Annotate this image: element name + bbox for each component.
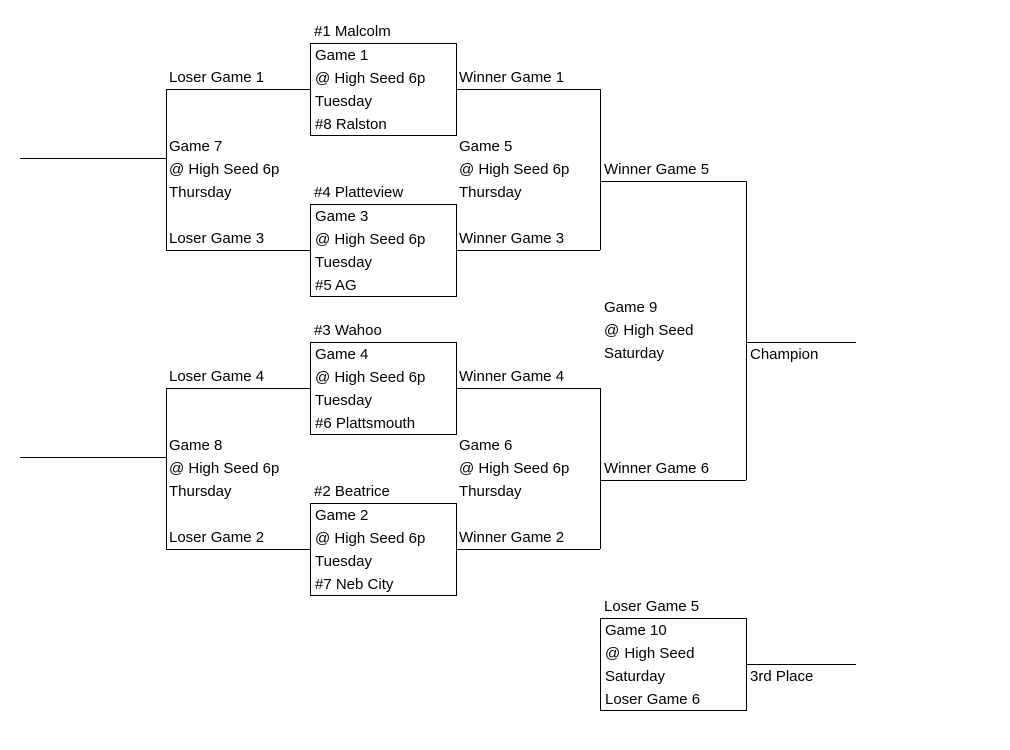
game6-venue: @ High Seed 6p <box>459 460 570 477</box>
game10-feeder-top-label: Loser Game 5 <box>604 598 700 615</box>
game5-venue: @ High Seed 6p <box>459 161 570 178</box>
game1-venue: @ High Seed 6p <box>315 70 426 87</box>
loser-game-1-line <box>166 89 310 90</box>
third-place-label: 3rd Place <box>750 668 814 685</box>
game4-low-seed-label: #6 Plattsmouth <box>315 415 416 432</box>
game4-name: Game 4 <box>315 346 369 363</box>
winner-game-2-line <box>456 549 600 550</box>
winner-game-5-label: Winner Game 5 <box>604 161 710 178</box>
loser-game-1-label: Loser Game 1 <box>169 69 265 86</box>
game3-box: Game 3 @ High Seed 6p Tuesday #5 AG <box>310 204 457 297</box>
game5-name: Game 5 <box>459 138 513 155</box>
loser-game-2-label: Loser Game 2 <box>169 529 265 546</box>
game10-feeder-bottom-label: Loser Game 6 <box>605 691 701 708</box>
winner-game-2-label: Winner Game 2 <box>459 529 565 546</box>
loser-game-2-line <box>166 549 310 550</box>
game7-day: Thursday <box>169 184 232 201</box>
game1-high-seed-label: #1 Malcolm <box>314 23 391 40</box>
game3-low-seed-label: #5 AG <box>315 277 357 294</box>
game1-day: Tuesday <box>315 93 372 110</box>
game9-name: Game 9 <box>604 299 658 316</box>
loser-game-3-label: Loser Game 3 <box>169 230 265 247</box>
loser-game-3-line <box>166 250 310 251</box>
winner-game-5-line <box>600 181 746 182</box>
game7-venue: @ High Seed 6p <box>169 161 280 178</box>
game10-day: Saturday <box>605 668 666 685</box>
game2-day: Tuesday <box>315 553 372 570</box>
game6-name: Game 6 <box>459 437 513 454</box>
champion-line <box>746 342 856 343</box>
loser-game-4-line <box>166 388 310 389</box>
game5-bracket-vertical <box>600 89 601 250</box>
game7-bracket-vertical <box>166 89 167 250</box>
game6-bracket-vertical <box>600 388 601 549</box>
loser-game-4-label: Loser Game 4 <box>169 368 265 385</box>
game8-venue: @ High Seed 6p <box>169 460 280 477</box>
game2-venue: @ High Seed 6p <box>315 530 426 547</box>
game1-low-seed-label: #8 Ralston <box>315 116 387 133</box>
winner-game-1-line <box>456 89 600 90</box>
game8-name: Game 8 <box>169 437 223 454</box>
game4-day: Tuesday <box>315 392 372 409</box>
third-place-line <box>746 664 856 665</box>
game9-day: Saturday <box>604 345 665 362</box>
game10-name: Game 10 <box>605 622 667 639</box>
winner-game-6-label: Winner Game 6 <box>604 460 710 477</box>
game8-advance-line <box>20 457 166 458</box>
game10-box: Game 10 @ High Seed Saturday Loser Game … <box>600 618 747 711</box>
game7-advance-line <box>20 158 166 159</box>
winner-game-4-label: Winner Game 4 <box>459 368 565 385</box>
game5-day: Thursday <box>459 184 522 201</box>
game3-day: Tuesday <box>315 254 372 271</box>
game9-venue: @ High Seed <box>604 322 694 339</box>
game3-venue: @ High Seed 6p <box>315 231 426 248</box>
game9-bracket-vertical <box>746 181 747 480</box>
game2-low-seed-label: #7 Neb City <box>315 576 394 593</box>
game2-high-seed-label: #2 Beatrice <box>314 483 390 500</box>
game4-venue: @ High Seed 6p <box>315 369 426 386</box>
game6-day: Thursday <box>459 483 522 500</box>
winner-game-4-line <box>456 388 600 389</box>
winner-game-1-label: Winner Game 1 <box>459 69 565 86</box>
winner-game-3-label: Winner Game 3 <box>459 230 565 247</box>
game8-bracket-vertical <box>166 388 167 549</box>
game4-high-seed-label: #3 Wahoo <box>314 322 382 339</box>
game2-box: Game 2 @ High Seed 6p Tuesday #7 Neb Cit… <box>310 503 457 596</box>
game8-day: Thursday <box>169 483 232 500</box>
game1-box: Game 1 @ High Seed 6p Tuesday #8 Ralston <box>310 43 457 136</box>
game4-box: Game 4 @ High Seed 6p Tuesday #6 Plattsm… <box>310 342 457 435</box>
winner-game-3-line <box>456 250 600 251</box>
winner-game-6-line <box>600 480 746 481</box>
game3-high-seed-label: #4 Platteview <box>314 184 404 201</box>
game1-name: Game 1 <box>315 47 369 64</box>
game10-venue: @ High Seed <box>605 645 695 662</box>
game3-name: Game 3 <box>315 208 369 225</box>
game7-name: Game 7 <box>169 138 223 155</box>
champion-label: Champion <box>750 346 819 363</box>
game2-name: Game 2 <box>315 507 369 524</box>
